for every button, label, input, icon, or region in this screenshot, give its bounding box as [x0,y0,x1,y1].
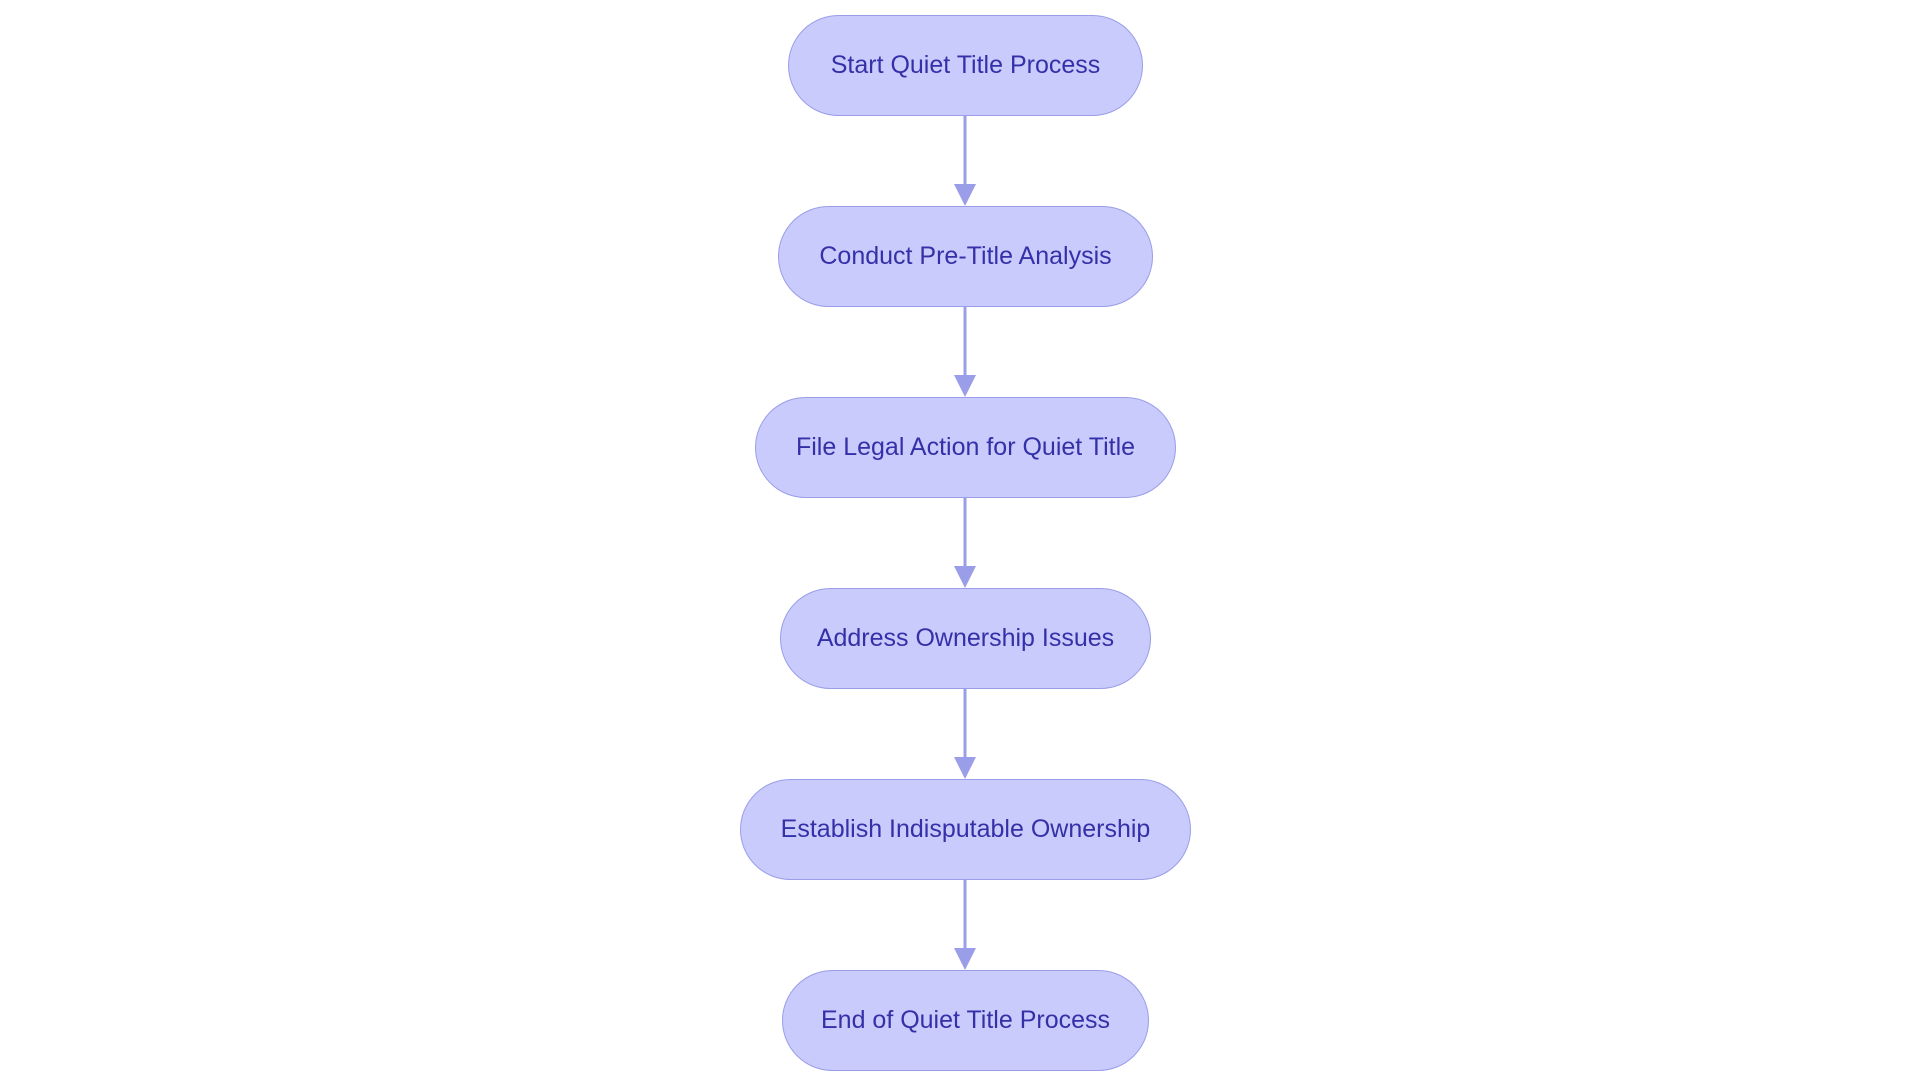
edge-pre-title-to-file-legal [954,307,976,397]
node-label: End of Quiet Title Process [820,1006,1111,1034]
node-label: Address Ownership Issues [816,624,1115,652]
edge-address-to-establish [954,689,976,779]
edge-establish-to-end [954,880,976,970]
node-label: File Legal Action for Quiet Title [795,433,1136,461]
node-label: Establish Indisputable Ownership [780,815,1151,843]
node-establish-indisputable-ownership: Establish Indisputable Ownership [740,779,1191,880]
edge-start-to-pre-title [954,116,976,206]
node-start-quiet-title-process: Start Quiet Title Process [788,15,1143,116]
node-label: Conduct Pre-Title Analysis [819,242,1112,270]
node-end-of-quiet-title-process: End of Quiet Title Process [782,970,1149,1071]
node-conduct-pre-title-analysis: Conduct Pre-Title Analysis [778,206,1153,307]
node-file-legal-action: File Legal Action for Quiet Title [755,397,1176,498]
node-address-ownership-issues: Address Ownership Issues [780,588,1151,689]
node-label: Start Quiet Title Process [830,51,1101,79]
edge-file-legal-to-address [954,498,976,588]
